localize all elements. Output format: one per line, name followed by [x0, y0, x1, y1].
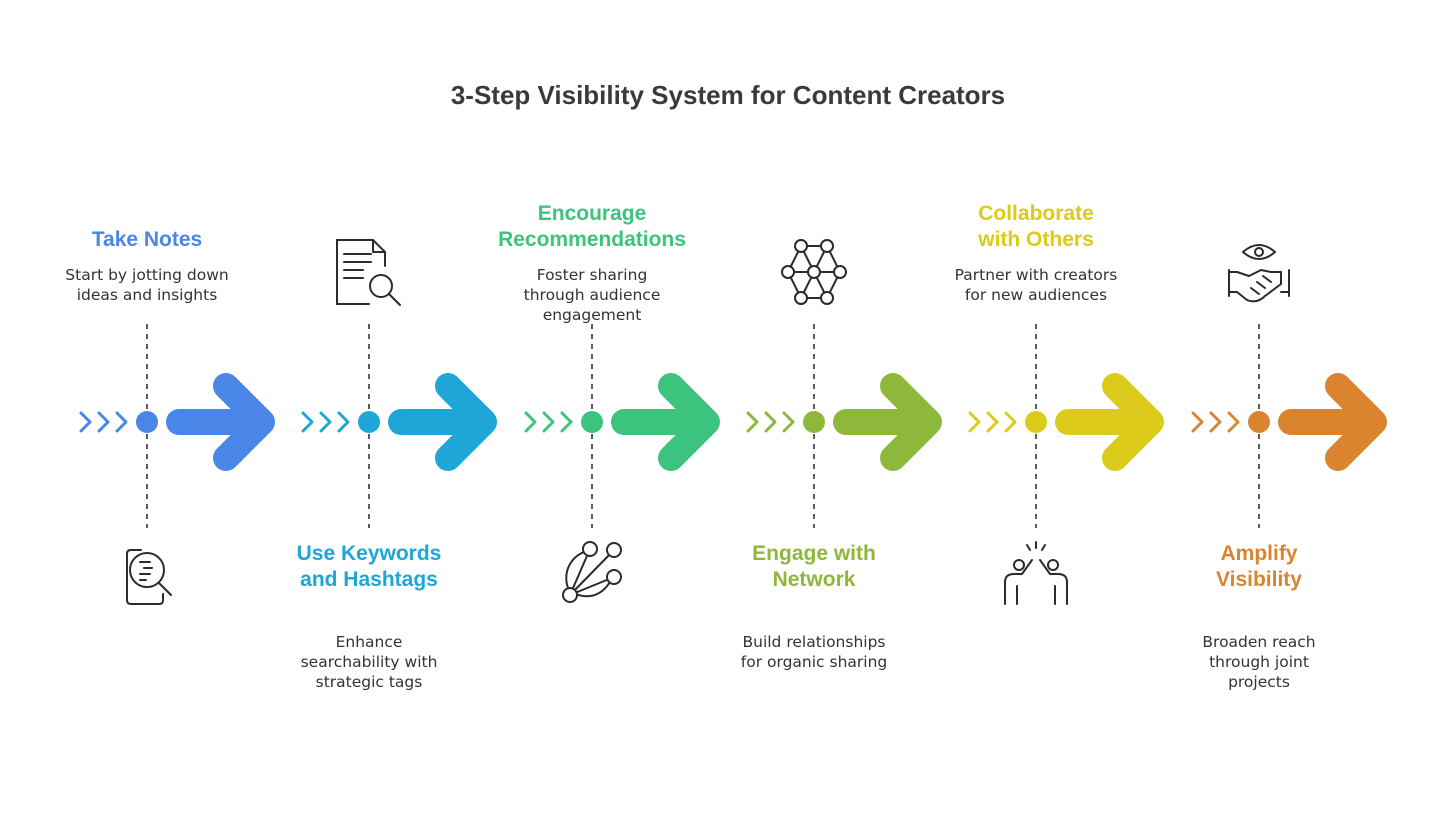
chevron-icon [746, 411, 759, 433]
arrow-icon [1278, 373, 1387, 471]
step-description: Enhance [336, 633, 403, 651]
chevron-icon [319, 411, 332, 433]
step-description: through joint [1209, 653, 1309, 671]
note-search-icon [126, 549, 172, 605]
chevron-icon [782, 411, 795, 433]
step-title: Recommendations [498, 228, 686, 251]
chevron-icon [968, 411, 981, 433]
step-title: Encourage [538, 202, 647, 225]
step-node [581, 411, 603, 433]
step-title: Collaborate [978, 202, 1094, 225]
step-title: with Others [977, 228, 1094, 251]
chevron-icon [115, 411, 128, 433]
step-description: Foster sharing [537, 266, 648, 284]
step-description: engagement [543, 306, 642, 324]
step-description: Partner with creators [955, 266, 1118, 284]
handshake-eye-icon [1228, 244, 1290, 303]
step-description: through audience [524, 286, 661, 304]
step-node [1248, 411, 1270, 433]
step-node [803, 411, 825, 433]
step-description: searchability with [301, 653, 438, 671]
step-node [1025, 411, 1047, 433]
step-description: for new audiences [965, 286, 1107, 304]
step-node [136, 411, 158, 433]
step-title: Visibility [1216, 568, 1302, 591]
step-description: Start by jotting down [65, 266, 228, 284]
arrow-icon [166, 373, 275, 471]
chevron-icon [1209, 411, 1222, 433]
high-five-icon [1004, 541, 1068, 605]
chevron-icon [1191, 411, 1204, 433]
arrow-icon [1055, 373, 1164, 471]
step-title: Engage with [752, 542, 876, 565]
step-description: ideas and insights [77, 286, 218, 304]
step-description: Build relationships [742, 633, 885, 651]
arrow-icon [833, 373, 942, 471]
step-description: for organic sharing [741, 653, 887, 671]
step-title: and Hashtags [300, 568, 438, 591]
chevron-icon [1004, 411, 1017, 433]
document-search-icon [336, 239, 401, 306]
step-description: Broaden reach [1202, 633, 1315, 651]
step-title: Use Keywords [297, 542, 442, 565]
chevron-icon [524, 411, 537, 433]
step-description: strategic tags [316, 673, 423, 691]
chevron-icon [97, 411, 110, 433]
chevron-icon [764, 411, 777, 433]
step-title: Take Notes [92, 228, 203, 251]
share-network-icon [562, 541, 622, 603]
arrow-icon [388, 373, 497, 471]
step-description: projects [1228, 673, 1290, 691]
arrow-icon [611, 373, 720, 471]
chevron-icon [337, 411, 350, 433]
chevron-icon [301, 411, 314, 433]
page-title: 3-Step Visibility System for Content Cre… [450, 80, 1006, 110]
chevron-icon [542, 411, 555, 433]
step-title: Network [773, 568, 856, 591]
chevron-icon [560, 411, 573, 433]
chevron-icon [986, 411, 999, 433]
step-node [358, 411, 380, 433]
chevron-icon [1227, 411, 1240, 433]
step-title: Amplify [1220, 542, 1297, 565]
network-graph-icon [781, 239, 847, 305]
chevron-icon [79, 411, 92, 433]
